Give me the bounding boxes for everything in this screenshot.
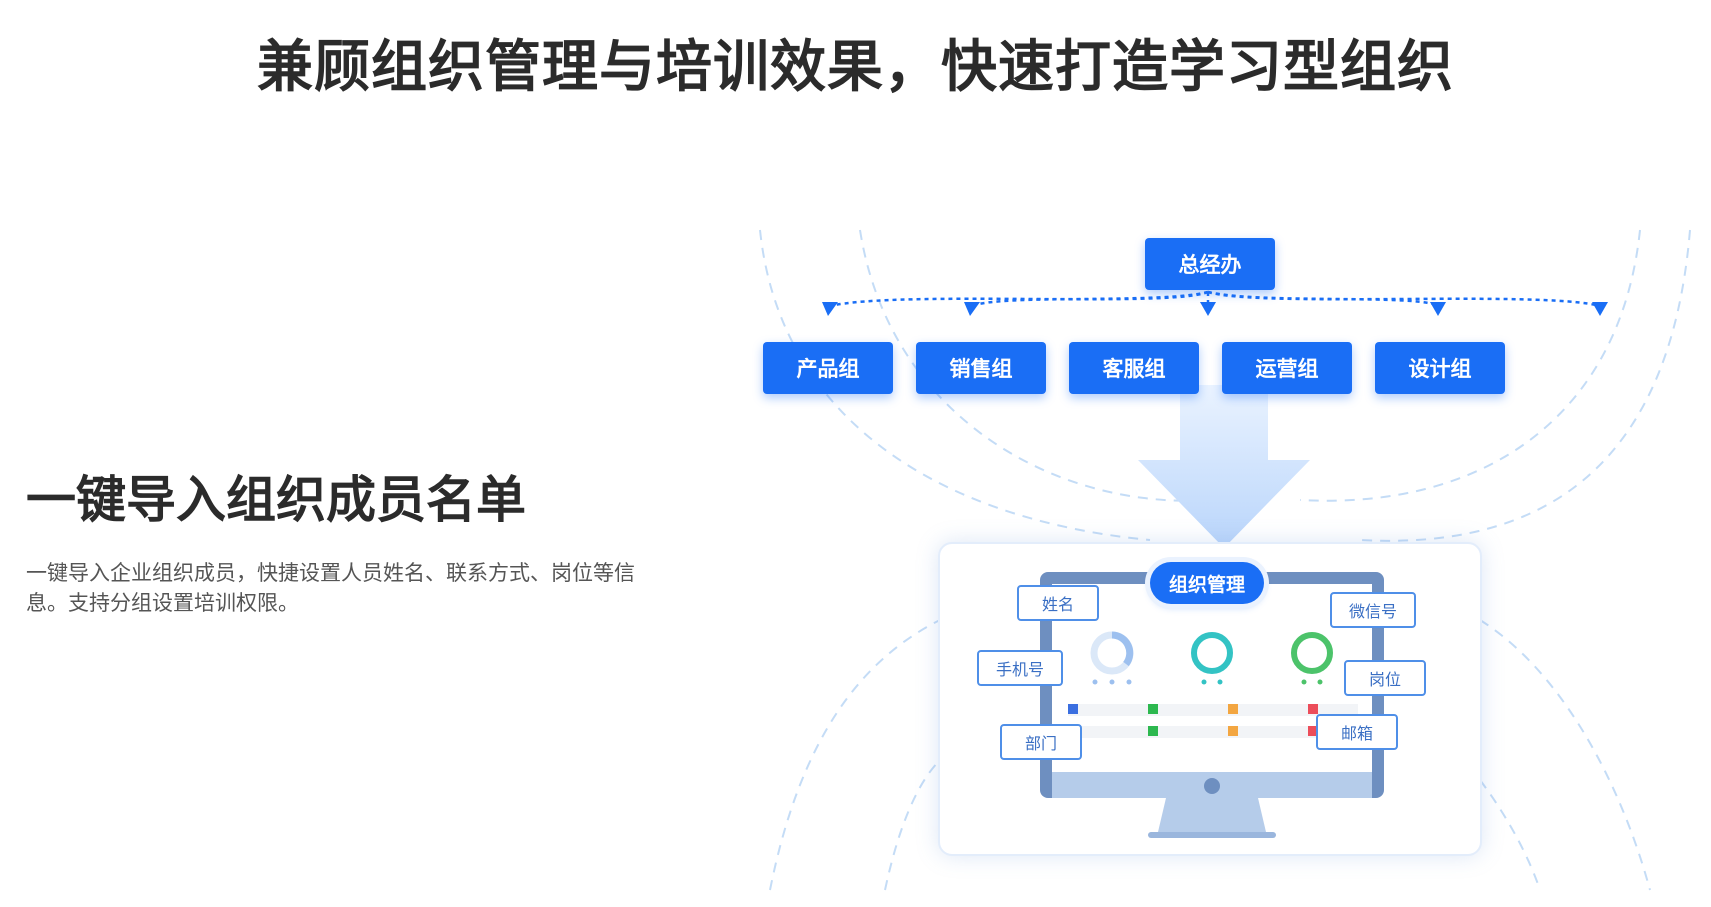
org-group-node: 客服组	[1069, 342, 1199, 394]
field-tag-email: 邮箱	[1316, 714, 1398, 750]
down-arrow-icon	[1138, 385, 1310, 548]
org-root-node: 总经办	[1145, 238, 1275, 290]
dashed-arc	[1359, 229, 1691, 542]
page-title: 兼顾组织管理与培训效果，快速打造学习型组织	[257, 35, 1454, 100]
feature-heading: 一键导入组织成员名单	[26, 471, 526, 529]
feature-description: 一键导入企业组织成员，快捷设置人员姓名、联系方式、岗位等信息。支持分组设置培训权…	[26, 561, 635, 615]
org-group-node: 运营组	[1222, 342, 1352, 394]
field-tag-phone: 手机号	[977, 650, 1063, 686]
dashed-arc	[769, 619, 941, 891]
dashed-arc	[1479, 619, 1651, 891]
arrowhead	[964, 302, 980, 316]
org-group-node: 产品组	[763, 342, 893, 394]
monitor-stand	[1158, 798, 1266, 832]
dashed-arc	[859, 229, 1211, 502]
table-rows	[1068, 704, 1358, 738]
dashed-arc	[1479, 779, 1541, 891]
monitor-base	[1148, 832, 1276, 838]
org-management-tab: 组织管理	[1150, 562, 1264, 604]
dashed-arc	[759, 229, 1151, 541]
field-tag-name: 姓名	[1017, 585, 1099, 621]
field-tag-position: 岗位	[1344, 660, 1426, 696]
illustration-background	[759, 229, 1691, 891]
progress-ring-icon	[1191, 632, 1233, 674]
monitor-power-icon	[1204, 778, 1220, 794]
dashed-arc	[884, 759, 941, 891]
field-tag-department: 部门	[1000, 724, 1082, 760]
connector-line	[1207, 290, 1601, 308]
org-group-node: 设计组	[1375, 342, 1505, 394]
org-illustration: 总经办 产品组 销售组 客服组 运营组 设计组	[740, 220, 1700, 900]
arrowhead	[822, 302, 838, 316]
arrowhead	[1592, 302, 1608, 316]
progress-ring-arc	[1111, 631, 1134, 667]
progress-ring-icon	[1291, 632, 1333, 674]
dashed-arc	[1299, 229, 1641, 502]
arrowhead	[1430, 302, 1446, 316]
arrowhead	[1200, 302, 1216, 316]
org-group-node: 销售组	[916, 342, 1046, 394]
field-tag-wechat: 微信号	[1330, 592, 1416, 628]
monitor-illustration	[1040, 572, 1384, 838]
